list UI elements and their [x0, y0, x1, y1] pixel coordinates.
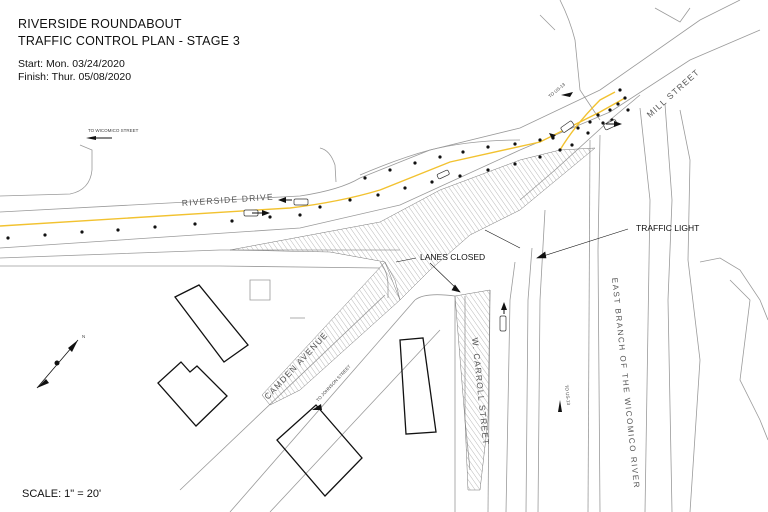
centerline	[0, 91, 626, 227]
mill-street-label: MILL STREET	[645, 67, 702, 120]
vehicles	[243, 119, 618, 332]
lanes-closed-hatch	[229, 147, 596, 491]
to-us50-label: TO US-13	[564, 385, 571, 406]
lanes-closed-callout: LANES CLOSED	[420, 252, 485, 262]
title-block: RIVERSIDE ROUNDABOUT TRAFFIC CONTROL PLA…	[18, 16, 240, 84]
channelizing-devices	[6, 88, 630, 240]
plan-subtitle: TRAFFIC CONTROL PLAN - STAGE 3	[18, 34, 240, 48]
svg-text:N: N	[82, 334, 85, 339]
to-us13-label: TO US-13	[547, 82, 566, 99]
traffic-light-callout: TRAFFIC LIGHT	[636, 223, 699, 233]
to-wicomico-label: TO WICOMICO STREET	[88, 128, 139, 133]
callout-leaders	[395, 228, 629, 293]
riverside-drive-label: RIVERSIDE DRIVE	[181, 192, 274, 208]
start-date: Start: Mon. 03/24/2020	[18, 58, 125, 70]
river-label: EAST BRANCH OF THE WICOMICO RIVER	[610, 277, 641, 489]
plan-title: RIVERSIDE ROUNDABOUT	[18, 17, 182, 31]
north-arrow: N	[36, 334, 85, 389]
scale-note: SCALE: 1" = 20'	[22, 488, 102, 500]
buildings	[157, 284, 437, 497]
finish-date: Finish: Thur. 05/08/2020	[18, 71, 132, 83]
